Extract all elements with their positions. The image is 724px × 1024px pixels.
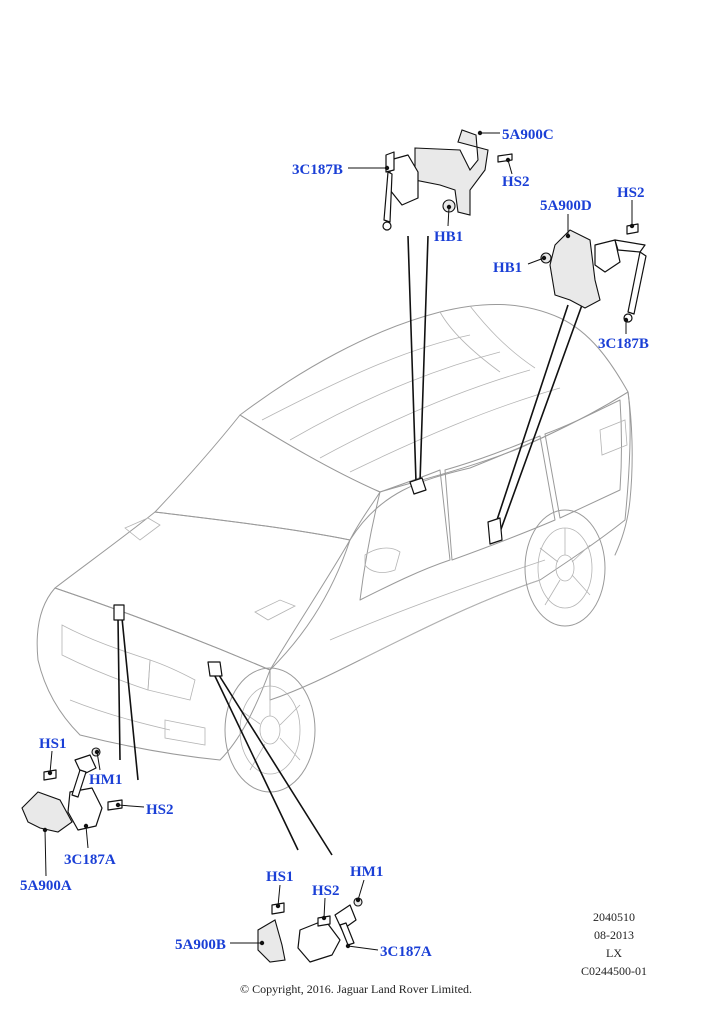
label-3c187b-right: 3C187B (598, 336, 649, 352)
screw-hs2-right (626, 223, 639, 235)
pointer-lines (117, 235, 583, 856)
label-hs2-bottom: HS2 (312, 883, 340, 899)
sensor-3c187b-right (594, 239, 621, 273)
label-hs1-left: HS1 (39, 736, 67, 752)
cluster-bottom-parts (257, 897, 363, 963)
label-3c187a-left: 3C187A (64, 852, 116, 868)
label-hm1-bottom: HM1 (350, 864, 383, 880)
callout-labels: 5A900C 3C187B HS2 HB1 5A900D HS2 HB1 3C1… (20, 127, 649, 960)
leader-lines (42, 130, 635, 951)
meta-date: 08-2013 (594, 928, 634, 942)
pointer-cluster-bottom (212, 671, 333, 856)
drawing-meta: 2040510 08-2013 LX C0244500-01 (581, 910, 647, 978)
vehicle-hood (54, 511, 351, 671)
vehicle-windshield (154, 414, 381, 541)
label-hs2-right: HS2 (617, 185, 645, 201)
meta-ref: C0244500-01 (581, 964, 647, 978)
cluster-left-parts (21, 747, 123, 833)
bracket-5a900d (549, 229, 601, 309)
label-3c187b-top: 3C187B (292, 162, 343, 178)
vehicle-part-markers (113, 477, 503, 677)
label-5a900d: 5A900D (540, 198, 592, 214)
label-hb1-right: HB1 (493, 260, 522, 276)
label-3c187a-bottom: 3C187A (380, 944, 432, 960)
vehicle-roof (239, 304, 629, 493)
bracket-5a900a (21, 791, 73, 833)
pointer-cluster-right (492, 304, 583, 533)
meta-model: LX (606, 946, 622, 960)
label-5a900c: 5A900C (502, 127, 554, 143)
pointer-cluster-top (407, 235, 429, 483)
label-hs2-left: HS2 (146, 802, 174, 818)
vehicle-rear-wheel (524, 509, 606, 627)
bracket-5a900c (414, 129, 489, 216)
meta-code: 2040510 (593, 910, 635, 924)
copyright-notice: © Copyright, 2016. Jaguar Land Rover Lim… (240, 982, 472, 996)
vehicle-front (36, 587, 271, 761)
screw-hs1-bottom (271, 902, 285, 915)
label-hb1-top: HB1 (434, 229, 463, 245)
label-5a900b: 5A900B (175, 937, 226, 953)
screw-hs2-bottom (317, 915, 331, 927)
label-hs2-top: HS2 (502, 174, 530, 190)
vehicle-side (269, 391, 631, 701)
bracket-5a900b (257, 919, 286, 963)
label-5a900a: 5A900A (20, 878, 72, 894)
screw-hs2-left (107, 799, 123, 811)
cluster-right-parts (540, 223, 647, 323)
sensor-3c187a-left (67, 787, 103, 831)
vehicle-illustration (36, 304, 633, 793)
pointer-cluster-left (117, 617, 139, 781)
label-hm1-left: HM1 (89, 772, 122, 788)
label-hs1-bottom: HS1 (266, 869, 294, 885)
cluster-top-parts (382, 129, 513, 231)
